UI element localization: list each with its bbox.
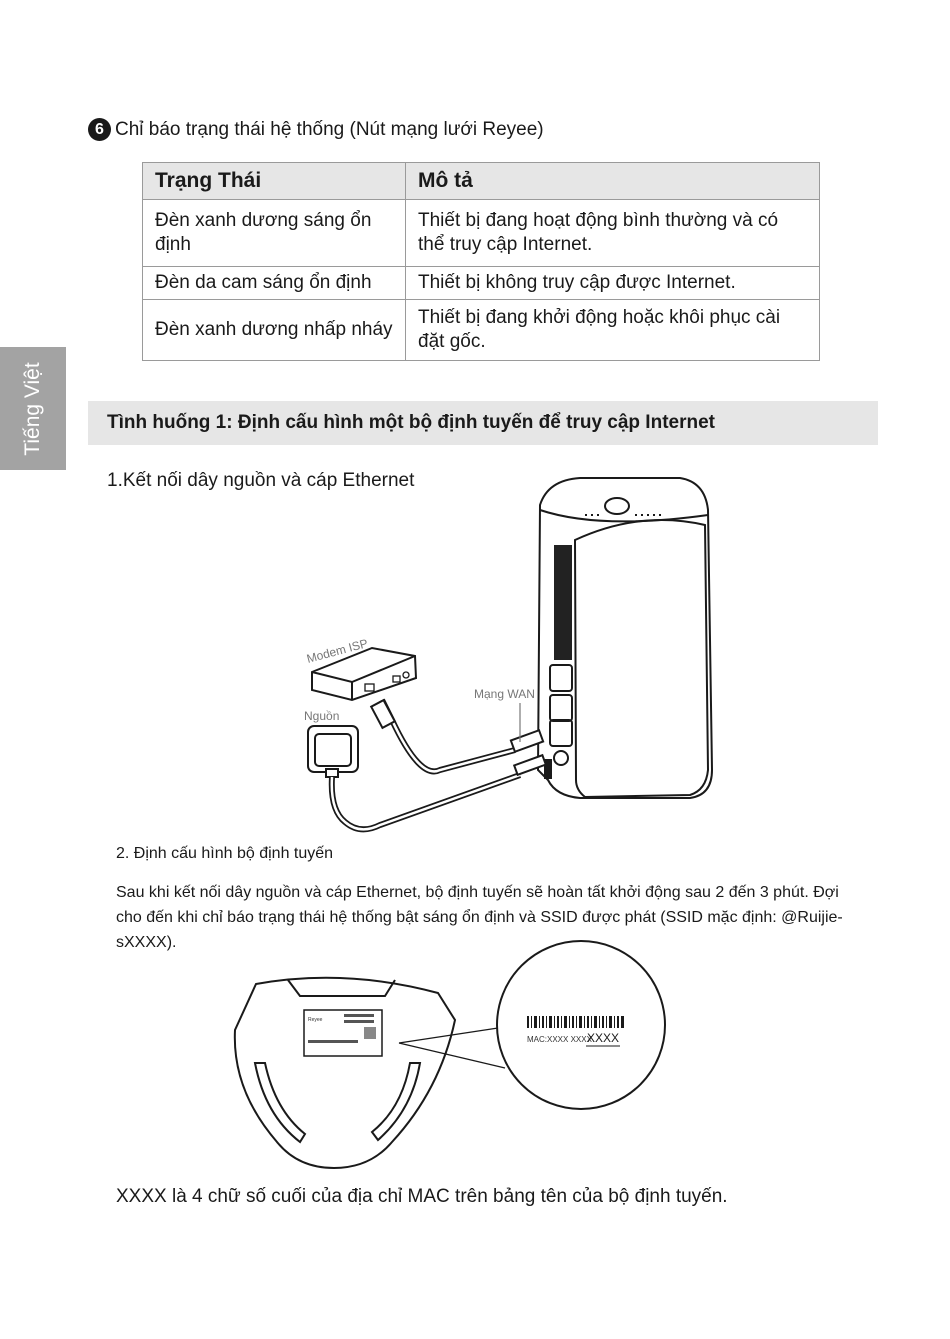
header-description: Mô tả [405, 162, 820, 200]
nameplate-brand: Reyee [308, 1017, 323, 1023]
nameplate-details [308, 1014, 376, 1043]
cables [328, 698, 548, 833]
mac-prefix: MAC:XXXX XXXX [527, 1035, 593, 1044]
scenario-title: Tình huống 1: Định cấu hình một bộ định … [107, 412, 715, 433]
indicator-title: Chỉ báo trạng thái hệ thống (Nút mạng lư… [115, 118, 544, 140]
language-side-tab: Tiếng Việt [0, 347, 66, 470]
section-number-badge: 6 [88, 118, 111, 141]
description-cell: Thiết bị đang khởi động hoặc khôi phục c… [405, 299, 820, 361]
mac-note: XXXX là 4 chữ số cuối của địa chỉ MAC tr… [116, 1186, 728, 1207]
power-adapter-illustration [307, 725, 359, 778]
status-table: Trạng Thái Mô tả Đèn xanh dương sáng ổn … [142, 162, 820, 361]
router-bottom-illustration [233, 976, 506, 1170]
status-cell: Đèn xanh dương sáng ổn định [142, 199, 406, 267]
header-status: Trạng Thái [142, 162, 406, 200]
table-row: Đèn xanh dương nhấp nháy Thiết bị đang k… [142, 299, 820, 361]
step1-title: 1.Kết nối dây nguồn và cáp Ethernet [107, 470, 415, 491]
mac-suffix: XXXX [587, 1031, 619, 1045]
wan-label: Mạng WAN [474, 687, 535, 701]
table-row: Đèn xanh dương sáng ổn định Thiết bị đan… [142, 199, 820, 267]
setup-paragraph: Sau khi kết nối dây nguồn và cáp Etherne… [116, 884, 843, 951]
table-header-row: Trạng Thái Mô tả [142, 162, 820, 200]
router-illustration [536, 477, 714, 799]
status-cell: Đèn xanh dương nhấp nháy [142, 299, 406, 361]
description-cell: Thiết bị đang hoạt động bình thường và c… [405, 199, 820, 267]
barcode-graphic [527, 1016, 624, 1028]
scenario-title-bar: Tình huống 1: Định cấu hình một bộ định … [88, 401, 878, 445]
indicator-heading: 6 Chỉ báo trạng thái hệ thống (Nút mạng … [88, 118, 544, 141]
modem-illustration [311, 646, 418, 702]
step2-title: 2. Định cấu hình bộ định tuyến [116, 845, 334, 862]
power-label: Nguồn [304, 709, 339, 723]
